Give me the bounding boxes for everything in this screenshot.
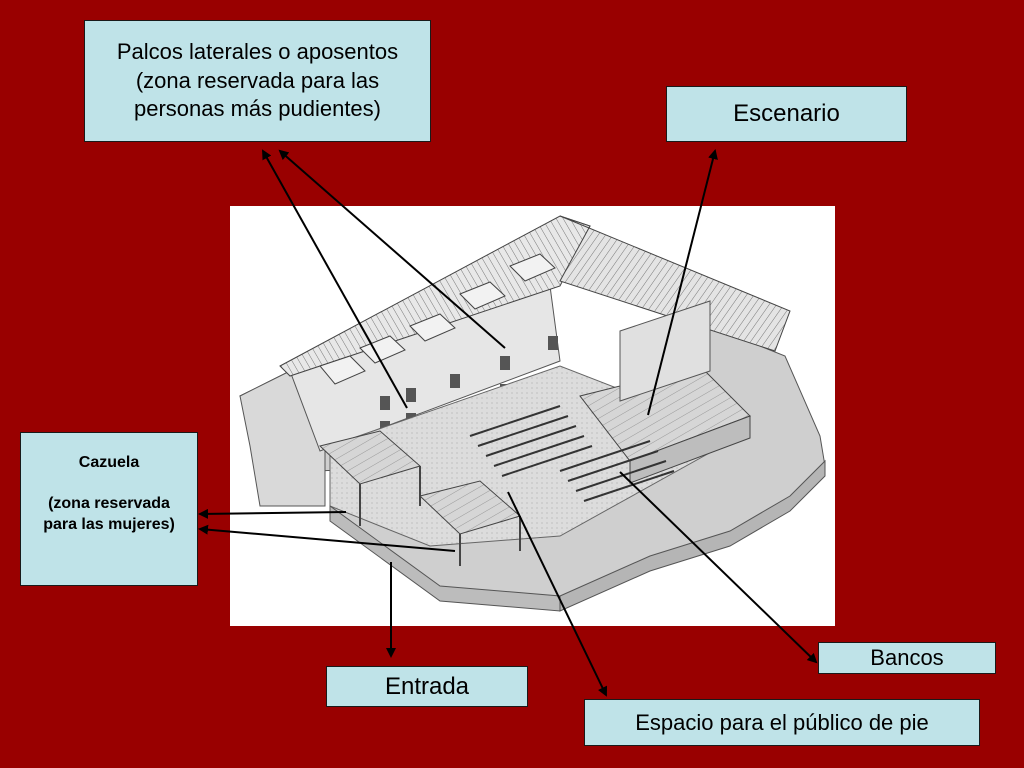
label-escenario: Escenario bbox=[666, 86, 907, 142]
theatre-illustration bbox=[230, 206, 835, 626]
label-bancos: Bancos bbox=[818, 642, 996, 674]
theatre-cutaway-drawing bbox=[239, 215, 826, 612]
label-palcos-text: Palcos laterales o aposentos (zona reser… bbox=[116, 39, 399, 122]
label-palcos-laterales: Palcos laterales o aposentos (zona reser… bbox=[84, 20, 431, 142]
label-espacio-publico: Espacio para el público de pie bbox=[584, 699, 980, 746]
label-entrada-text: Entrada bbox=[384, 672, 470, 700]
label-bancos-text: Bancos bbox=[870, 645, 944, 670]
label-cazuela-title: Cazuela bbox=[78, 454, 140, 471]
label-cazuela-desc: (zona reservada para las mujeres) bbox=[43, 494, 175, 533]
label-cazuela: Cazuela (zona reservada para las mujeres… bbox=[20, 432, 198, 586]
label-escenario-text: Escenario bbox=[733, 100, 840, 127]
label-entrada: Entrada bbox=[326, 666, 528, 707]
label-espacio-text: Espacio para el público de pie bbox=[635, 709, 929, 735]
